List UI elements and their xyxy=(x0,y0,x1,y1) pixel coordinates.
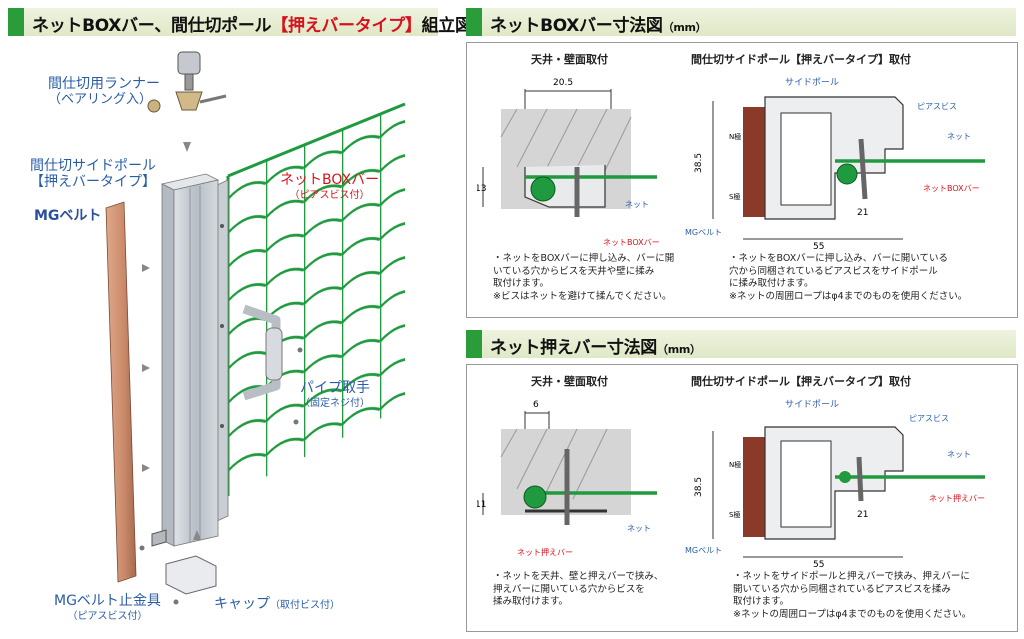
s-pole-text: S極 xyxy=(729,192,740,201)
runner-illustration xyxy=(147,51,227,113)
mg-belt-illustration xyxy=(105,201,137,583)
dim-width-text: 6 xyxy=(533,400,539,410)
assembly-header: ネットBOXバー、間仕切ポール【押えバータイプ】組立図 xyxy=(8,8,472,36)
side-pole-label: サイドポール xyxy=(785,399,839,410)
n-pole-text: N極 xyxy=(729,132,741,141)
netbox-notes-right: ・ネットをBOXバーに押し込み、バーに開いている穴から同梱されているピアスビスを… xyxy=(729,253,968,302)
net-label: ネット xyxy=(627,524,651,533)
side-pole-illustration xyxy=(160,173,220,547)
presser-diagram-box: 天井・壁面取付 間仕切サイドポール【押えバータイプ】取付 6 11 ネット ネッ… xyxy=(466,364,1018,632)
cap-illustration xyxy=(165,555,217,605)
presser-right-caption: 間仕切サイドポール【押えバータイプ】取付 xyxy=(691,375,911,388)
netbox-bar-label: ネットBOXバー xyxy=(603,238,660,247)
dim-height-text: 13 xyxy=(477,184,486,194)
side-pole-label: サイドポール xyxy=(785,77,839,88)
s-pole-text: S極 xyxy=(729,510,740,519)
assembly-arrows xyxy=(142,142,201,540)
presser-bar-label: ネット押えバー xyxy=(929,493,985,503)
stopper-illustration xyxy=(139,529,167,551)
netbox-notes-left: ・ネットをBOXバーに押し込み、バーに開いている穴からビスを天井や壁に揉み取付け… xyxy=(493,253,675,302)
net-label: ネット xyxy=(625,200,649,209)
netbox-header: ネットBOXバー寸法図（mm） xyxy=(466,8,1016,36)
n-pole-text: N極 xyxy=(729,460,741,469)
dim-height-text: 38.5 xyxy=(694,477,704,497)
header-tab xyxy=(466,8,482,36)
runner-label: 間仕切用ランナー（ベアリング入） xyxy=(48,76,160,107)
dim-width-text: 55 xyxy=(813,560,824,567)
presser-header: ネット押えバー寸法図（mm） xyxy=(466,330,1016,358)
presser-pole-drawing: 38.5 55 21 N極 S極 サイドポール ピアスビス ネット ネット押えバ… xyxy=(685,399,985,567)
net-label: ネット xyxy=(947,132,971,141)
net-label: ネット xyxy=(947,450,971,459)
pipe-handle-label: パイプ取手（固定ネジ付） xyxy=(300,380,370,409)
dim-depth-text: 21 xyxy=(857,208,868,218)
mg-belt-label: MGベルト xyxy=(685,228,722,237)
dim-depth-text: 21 xyxy=(857,510,868,520)
presser-notes-right: ・ネットをサイドポールと押えバーで挟み、押えバーに開いている穴から同梱されている… xyxy=(733,571,972,620)
netbox-right-caption: 間仕切サイドポール【押えバータイプ】取付 xyxy=(691,53,911,66)
netbox-ceiling-drawing: 20.5 13 ネット ネットBOXバー xyxy=(477,78,660,247)
netbox-left-caption: 天井・壁面取付 xyxy=(531,53,608,66)
presser-left-caption: 天井・壁面取付 xyxy=(531,375,608,388)
net-panel xyxy=(226,102,406,496)
netbox-bar-label: ネットBOXバー（ピアスビス付） xyxy=(280,172,380,201)
dim-height-text: 11 xyxy=(477,500,486,510)
side-pole-label: 間仕切サイドポール【押えバータイプ】 xyxy=(30,158,156,190)
dim-width-text: 20.5 xyxy=(553,78,573,88)
netbox-title: ネットBOXバー寸法図（mm） xyxy=(490,16,707,36)
pipe-handle-illustration xyxy=(242,304,303,425)
cap-label: キャップ（取付ビス付） xyxy=(214,596,340,612)
header-tab xyxy=(8,8,24,36)
dim-height-text: 38.5 xyxy=(694,153,704,173)
mg-belt-label: MGベルト xyxy=(34,208,102,224)
header-tab xyxy=(466,330,482,358)
assembly-illustration xyxy=(105,51,406,605)
netbox-diagram-box: 天井・壁面取付 間仕切サイドポール【押えバータイプ】取付 20.5 13 ネット… xyxy=(466,42,1018,318)
netbox-pole-drawing: 38.5 55 21 N極 S極 サイドポール ピアスビス ネット ネットBOX… xyxy=(685,77,985,249)
assembly-title: ネットBOXバー、間仕切ポール【押えバータイプ】組立図 xyxy=(32,16,472,36)
presser-title: ネット押えバー寸法図（mm） xyxy=(490,338,701,358)
presser-notes-left: ・ネットを天井、壁と押えバーで挟み、押えバーに開いている穴からビスを揉み取付けま… xyxy=(493,571,664,607)
presser-bar-label: ネット押えバー xyxy=(517,547,573,557)
mg-belt-label: MGベルト xyxy=(685,546,722,555)
pierce-screw-label: ピアスビス xyxy=(917,102,957,111)
dim-width-text: 55 xyxy=(813,242,824,249)
presser-ceiling-drawing: 6 11 ネット ネット押えバー xyxy=(477,400,657,557)
netbox-bar-label: ネットBOXバー xyxy=(923,184,980,193)
belt-stopper-label: MGベルト止金具（ピアスビス付） xyxy=(54,593,161,622)
pierce-screw-label: ピアスビス xyxy=(909,414,949,423)
